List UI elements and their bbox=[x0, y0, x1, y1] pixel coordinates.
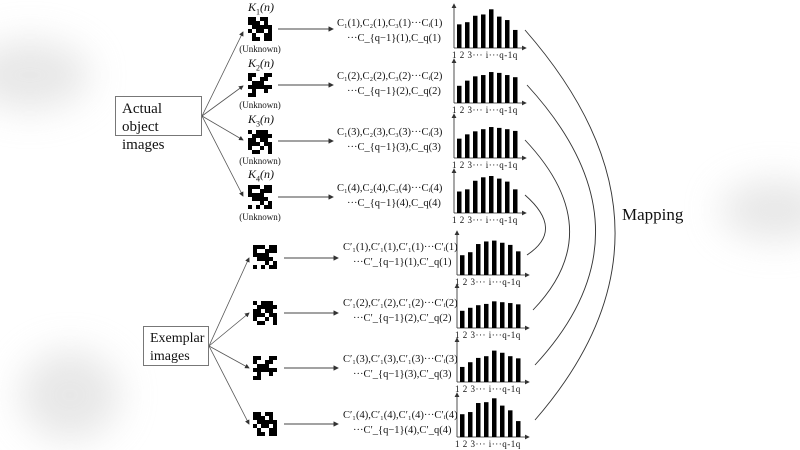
qr-code-image-k2 bbox=[248, 73, 272, 97]
unknown-label-3: (Unknown) bbox=[239, 156, 281, 166]
key-label-3: K3(n) bbox=[247, 112, 274, 129]
qr-code-image-k3 bbox=[248, 130, 272, 154]
formula-exemplar-2: C′₁(2),C′₁(2),C′₁(2)···C′ᵢ(2) ···C′_{q−1… bbox=[343, 298, 458, 324]
qr-code-exemplar-3 bbox=[253, 356, 277, 380]
actual-label-line1: Actual object bbox=[122, 101, 162, 135]
hist-ticks-a1: 1 2 3··· i···q-1q bbox=[452, 50, 518, 60]
hist-ticks-a3: 1 2 3··· i···q-1q bbox=[452, 160, 518, 170]
formula-exemplar-4: C′₁(4),C′₁(4),C′₁(4)···C′ᵢ(4) ···C′_{q−1… bbox=[343, 410, 458, 436]
key-label-2: K2(n) bbox=[247, 56, 274, 73]
qr-code-image-k4 bbox=[248, 185, 272, 209]
formula-exemplar-3: C′₁(3),C′₁(3),C′₁(3)···C′ᵢ(3) ···C′_{q−1… bbox=[343, 354, 458, 380]
hist-ticks-e3: 1 2 3··· i···q-1q bbox=[455, 384, 521, 394]
unknown-label-1: (Unknown) bbox=[239, 44, 281, 54]
key-label-1: K1(n) bbox=[247, 0, 274, 17]
unknown-label-4: (Unknown) bbox=[239, 212, 281, 222]
mapping-label: Mapping bbox=[622, 205, 684, 224]
hist-ticks-e2: 1 2 3··· i···q-1q bbox=[455, 330, 521, 340]
exemplar-label-line2: images bbox=[150, 349, 190, 364]
exemplar-images-box: Exemplar images bbox=[143, 326, 209, 366]
key-label-4: K4(n) bbox=[247, 167, 274, 184]
formula-actual-1: C₁(1),C₂(1),C₃(1)···Cᵢ(1) ···C_{q−1}(1),… bbox=[337, 18, 443, 44]
formula-actual-3: C₁(3),C₂(3),C₃(3)···Cᵢ(3) ···C_{q−1}(3),… bbox=[337, 127, 443, 153]
exemplar-label-line1: Exemplar bbox=[150, 331, 205, 346]
formula-exemplar-1: C′₁(1),C′₁(1),C′₁(1)···C′ᵢ(1) ···C′_{q−1… bbox=[343, 242, 458, 268]
qr-code-exemplar-4 bbox=[253, 412, 277, 436]
hist-ticks-a2: 1 2 3··· i···q-1q bbox=[452, 105, 518, 115]
formula-actual-4: C₁(4),C₂(4),C₃(4)···Cᵢ(4) ···C_{q−1}(4),… bbox=[337, 183, 443, 209]
hist-ticks-e1: 1 2 3··· i···q-1q bbox=[455, 277, 521, 287]
qr-code-image-k1 bbox=[248, 17, 272, 41]
actual-object-images-box: Actual object images bbox=[115, 96, 202, 153]
unknown-label-2: (Unknown) bbox=[239, 100, 281, 110]
qr-code-exemplar-2 bbox=[253, 301, 277, 325]
formula-actual-2: C₁(2),C₂(2),C₃(2)···Cᵢ(2) ···C_{q−1}(2),… bbox=[337, 71, 443, 97]
hist-ticks-a4: 1 2 3··· i···q-1q bbox=[452, 215, 518, 225]
actual-label-line2: images bbox=[122, 137, 165, 153]
qr-code-exemplar-1 bbox=[253, 245, 277, 269]
hist-ticks-e4: 1 2 3··· i···q-1q bbox=[455, 439, 521, 449]
